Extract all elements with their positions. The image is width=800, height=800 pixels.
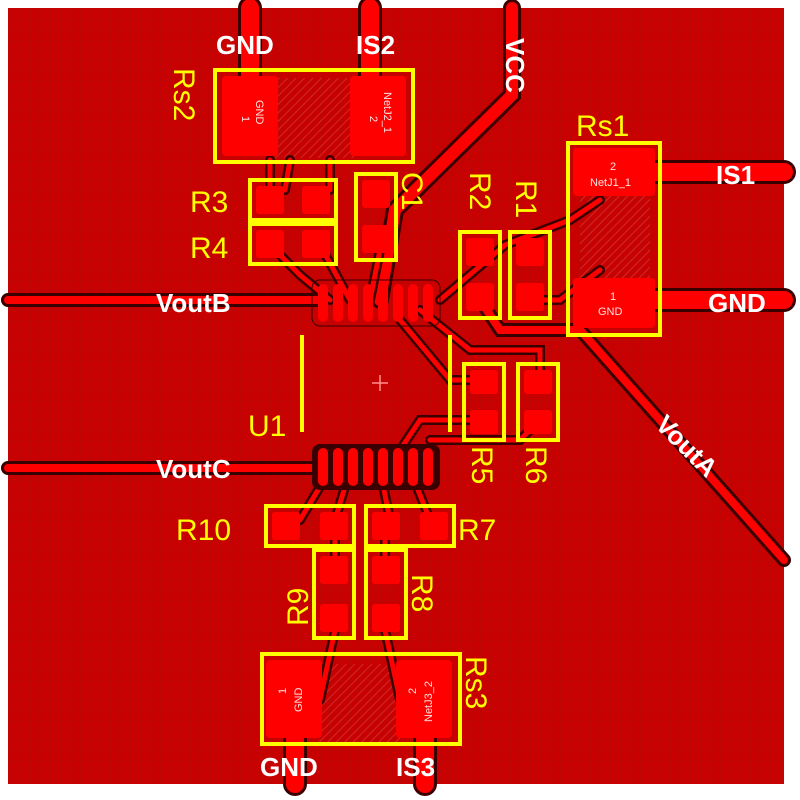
rs3-body (318, 664, 404, 742)
r7-pad-b (420, 512, 448, 540)
c1-label: C1 (395, 172, 428, 210)
net-label-is2: IS2 (356, 30, 395, 60)
rs1-pad1-num: 1 (610, 291, 616, 303)
r2-label: R2 (463, 172, 496, 210)
r10-pad-b (320, 512, 348, 540)
rs1-label: Rs1 (576, 110, 629, 143)
r10-pad-a (272, 512, 300, 540)
r5-pad-a (470, 370, 498, 394)
r6-pad-b (524, 410, 552, 434)
r7-pad-a (372, 512, 400, 540)
net-label-voutb: VoutB (156, 288, 231, 318)
r6-outline (516, 362, 560, 442)
r9-label: R9 (282, 588, 315, 626)
rs3-label: Rs3 (459, 656, 492, 709)
r7-outline (364, 504, 456, 548)
net-label-gnd-right: GND (708, 288, 766, 318)
r4-label: R4 (190, 232, 228, 265)
r1-label: R1 (509, 180, 542, 218)
r3-pad-a (256, 186, 284, 214)
rs2-pad1-net: GND (253, 100, 265, 125)
c1-pad-a (362, 180, 390, 208)
pad-texts: 1 GND 2 NetJ2_1 2 NetJ1_1 1 GND 1 GND 2 … (239, 92, 631, 722)
rs3-pad-1 (266, 660, 322, 738)
r2-outline (458, 230, 502, 320)
net-label-is3: IS3 (396, 752, 435, 782)
r10-label: R10 (176, 514, 231, 547)
rs3-pad2-num: 2 (407, 688, 419, 694)
r1-pad-a (516, 238, 544, 266)
r3-label: R3 (190, 186, 228, 219)
r8-pad-a (372, 556, 400, 584)
rs1-outline (566, 141, 662, 337)
rs2-outline (213, 68, 415, 164)
rs2-pad1-num: 1 (239, 116, 251, 122)
u1-bottom-pins (312, 444, 440, 490)
r3-outline (248, 178, 338, 222)
r6-label: R6 (519, 446, 552, 484)
r6-pad-a (524, 370, 552, 394)
r9-outline (312, 548, 356, 640)
r9-pad-b (320, 604, 348, 632)
rs2-pad2-net: NetJ2_1 (381, 92, 393, 133)
rs2-pad-2 (350, 76, 406, 156)
rs1-pad-2 (573, 148, 655, 196)
net-label-gnd-top: GND (216, 30, 274, 60)
rs3-pad1-net: GND (293, 688, 305, 713)
r4-pad-b (302, 230, 330, 258)
rs1-pad1-net: GND (598, 306, 623, 318)
rs1-pad-1 (573, 278, 655, 328)
r8-label: R8 (405, 574, 438, 612)
r5-outline (462, 362, 506, 442)
r4-pad-a (256, 230, 284, 258)
rs3-pad1-num: 1 (277, 688, 289, 694)
rs1-pad2-num: 2 (610, 161, 616, 173)
r9-pad-a (320, 556, 348, 584)
net-label-gnd-bottom: GND (260, 752, 318, 782)
rs3-outline (260, 652, 462, 746)
r2-pad-b (466, 283, 494, 311)
u1-center-mark (372, 375, 388, 391)
r8-pad-b (372, 604, 400, 632)
r2-pad-a (466, 238, 494, 266)
r5-label: R5 (465, 446, 498, 484)
r8-outline (364, 548, 408, 640)
r1-outline (508, 230, 552, 320)
r7-label: R7 (458, 514, 496, 547)
rs2-pad2-num: 2 (367, 116, 379, 122)
u1-label: U1 (248, 410, 286, 443)
r10-outline (264, 504, 356, 548)
c1-pad-b (362, 225, 390, 253)
u1-ic (300, 279, 452, 490)
pads (222, 76, 655, 738)
r1-pad-b (516, 283, 544, 311)
reference-designators: Rs2 Rs1 Rs3 R3 R4 C1 R2 R1 R5 R6 R10 R7 … (167, 68, 629, 709)
rs1-pad2-net: NetJ1_1 (590, 177, 631, 189)
r5-pad-b (470, 410, 498, 434)
net-label-vcc: VCC (500, 38, 530, 93)
net-label-voutc: VoutC (156, 454, 231, 484)
rs3-pad-2 (396, 660, 452, 738)
rs3-pad2-net: NetJ3_2 (423, 681, 435, 722)
u1-top-pins (311, 279, 441, 327)
c1-outline (354, 172, 398, 262)
rs2-pad-1 (222, 76, 278, 156)
net-label-is1: IS1 (716, 160, 755, 190)
rs1-body (580, 185, 650, 285)
silkscreen (213, 68, 662, 746)
r4-outline (248, 222, 338, 266)
r3-pad-b (302, 186, 330, 214)
rs2-label: Rs2 (167, 68, 200, 121)
